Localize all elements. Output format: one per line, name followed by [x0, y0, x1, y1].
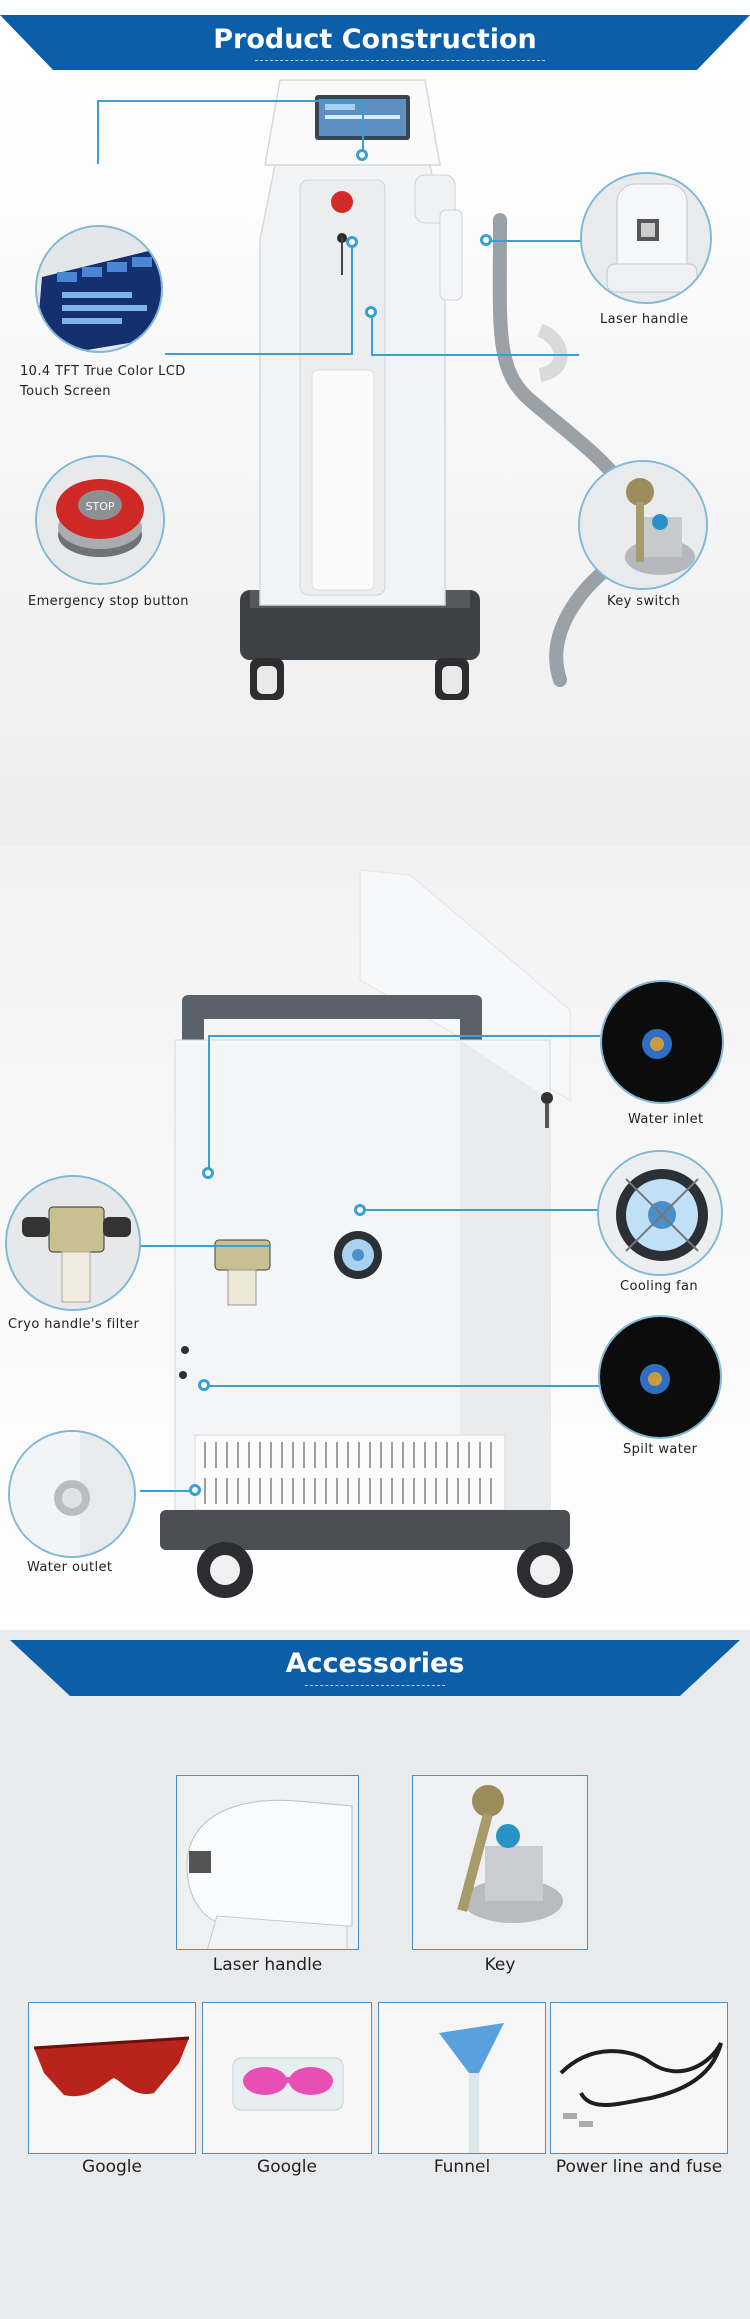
machine-back-image — [160, 870, 573, 1598]
spilt-water-connector-line — [205, 1385, 600, 1387]
cryo-filter-icon — [7, 1177, 139, 1309]
accessories-title: Accessories — [285, 1648, 465, 1679]
spilt-water-callout — [598, 1315, 722, 1439]
laser-handle-marker-dot — [480, 234, 492, 246]
emergency-connector-line-vertical — [351, 246, 353, 355]
emergency-marker-dot — [346, 236, 358, 248]
accessories-section — [0, 1630, 750, 2319]
stop-text: STOP — [86, 500, 115, 513]
water-outlet-icon — [10, 1432, 134, 1556]
spilt-water-label: Spilt water — [623, 1442, 698, 1457]
cooling-fan-label: Cooling fan — [620, 1279, 699, 1294]
emergency-stop-icon: STOP — [37, 457, 163, 583]
acc-laser-handle-image — [176, 1775, 359, 1950]
emergency-connector-line — [165, 353, 353, 355]
cooling-fan-icon — [599, 1152, 721, 1274]
lcd-connector-line-drop — [362, 100, 364, 155]
acc-google-2-image — [202, 2002, 372, 2154]
water-outlet-marker-dot — [189, 1484, 201, 1496]
lcd-label: 10.4 TFT True Color LCD Touch Screen — [20, 364, 186, 399]
cooling-fan-callout — [597, 1150, 723, 1276]
water-inlet-label: Water inlet — [628, 1112, 704, 1127]
lcd-screen-icon — [37, 227, 161, 351]
acc-google-2-label: Google — [257, 2157, 317, 2177]
water-inlet-connector-vertical — [208, 1035, 210, 1173]
cryo-filter-connector-line — [140, 1245, 270, 1247]
water-outlet-label: Water outlet — [27, 1560, 113, 1575]
acc-power-line-label: Power line and fuse — [555, 2157, 723, 2177]
water-inlet-connector-line — [208, 1035, 600, 1037]
goggles-red-icon — [29, 2003, 195, 2153]
key-switch-callout — [578, 460, 708, 590]
water-outlet-callout — [8, 1430, 136, 1558]
key-marker-dot — [365, 306, 377, 318]
lcd-connector-line-top — [97, 100, 363, 102]
fan-connector-line — [360, 1209, 600, 1211]
funnel-icon — [379, 2003, 545, 2153]
acc-power-line-image — [550, 2002, 728, 2154]
front-view-section: 10.4 TFT True Color LCD Touch Screen STO… — [0, 70, 750, 845]
acc-google-1-label: Google — [82, 2157, 142, 2177]
acc-funnel-image — [378, 2002, 546, 2154]
cryo-filter-callout — [5, 1175, 141, 1311]
key-accessory-icon — [413, 1776, 587, 1949]
laser-handle-callout — [580, 172, 712, 304]
laser-handle-label: Laser handle — [600, 312, 689, 327]
accessories-title-underline — [305, 1685, 445, 1686]
acc-google-1-image — [28, 2002, 196, 2154]
laser-handle-connector-line — [488, 240, 584, 242]
spilt-water-icon — [600, 1317, 720, 1437]
laser-handle-accessory-icon — [177, 1776, 358, 1949]
key-connector-line — [371, 354, 579, 356]
acc-laser-handle-label: Laser handle — [212, 1955, 323, 1975]
acc-key-label: Key — [484, 1955, 516, 1975]
water-outlet-connector-line — [140, 1490, 195, 1492]
emergency-label: Emergency stop button — [28, 594, 189, 609]
accessories-banner — [10, 1640, 740, 1696]
back-view-section: Water inlet Cooling fan Spilt water — [0, 845, 750, 1630]
power-cable-icon — [551, 2003, 727, 2153]
lcd-callout — [35, 225, 163, 353]
water-inlet-marker-dot — [202, 1167, 214, 1179]
lcd-connector-line — [97, 100, 99, 164]
water-inlet-icon — [602, 982, 722, 1102]
lcd-marker-dot — [356, 149, 368, 161]
goggles-pink-icon — [203, 2003, 371, 2153]
key-switch-label: Key switch — [607, 594, 681, 609]
acc-key-image — [412, 1775, 588, 1950]
water-inlet-callout — [600, 980, 724, 1104]
construction-title: Product Construction — [213, 24, 537, 55]
key-switch-icon — [580, 462, 706, 588]
construction-title-underline — [255, 60, 545, 61]
laser-handle-icon — [582, 174, 710, 302]
spilt-water-marker-dot — [198, 1379, 210, 1391]
fan-marker-dot — [354, 1204, 366, 1216]
construction-banner — [0, 15, 750, 72]
machine-front-image — [240, 79, 650, 700]
emergency-callout: STOP — [35, 455, 165, 585]
acc-funnel-label: Funnel — [433, 2157, 491, 2177]
key-connector-line-vertical — [371, 312, 373, 356]
cryo-filter-label: Cryo handle's filter — [8, 1317, 140, 1332]
